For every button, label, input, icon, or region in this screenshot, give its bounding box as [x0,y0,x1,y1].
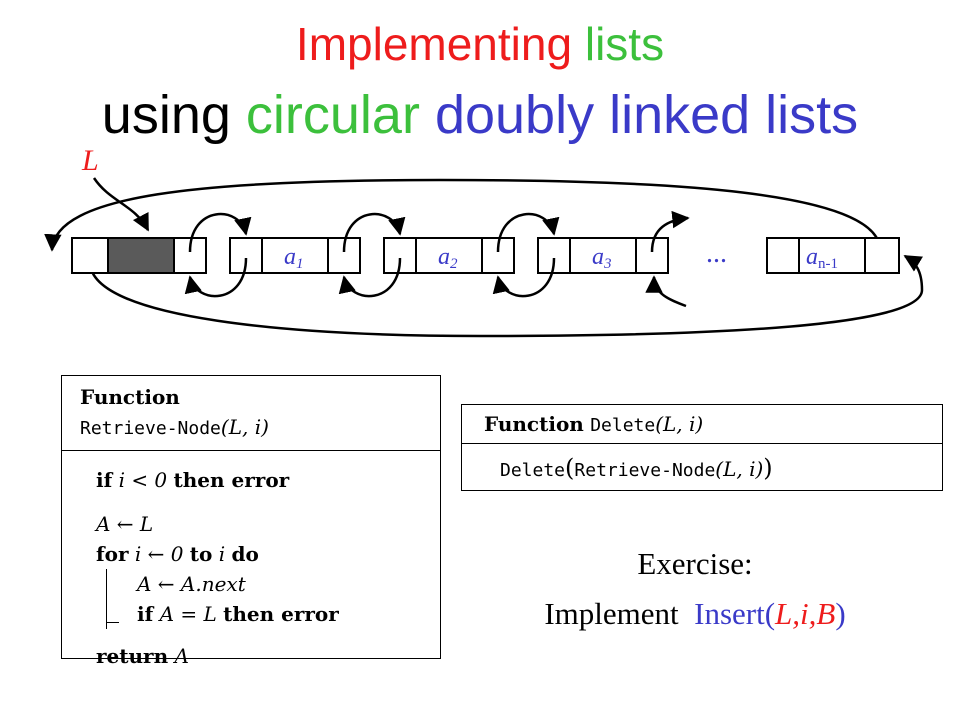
delete-box: Function Delete(L, i) Delete(Retrieve-No… [461,404,943,491]
exercise-heading: Exercise: [637,546,753,581]
title-word-implementing: Implementing [295,18,573,70]
list-node-a3: a3 [537,237,669,274]
delete-keyword: Function [484,412,584,436]
code-line-assign: A ← L [96,512,154,536]
delete-args: (L, i) [655,412,704,436]
sentinel-node [71,237,207,274]
node-label-a1: a1 [284,244,304,272]
code-line-next: A ← A.next [137,572,246,596]
retrieve-node-args: (L, i) [220,415,269,439]
prev-link-1 [184,257,248,298]
circular-outer-link-bottom [88,254,924,338]
node-label-last: an-1 [806,244,838,272]
circular-list-diagram: L a1 a2 a3 ... an-1 [44,144,924,338]
node-label-a2: a2 [438,244,458,272]
exercise-insert-args: L,i,B [775,596,836,631]
for-block-foot [107,622,119,623]
delete-header: Function Delete(L, i) [462,405,942,444]
title-word-lists: lists [584,18,665,70]
retrieve-node-box: Function Retrieve-Node(L, i) if i < 0 th… [61,375,441,668]
next-link-2 [342,212,406,253]
list-node-a2: a2 [383,237,515,274]
prev-link-3 [492,257,556,298]
node-label-a3: a3 [592,244,612,272]
list-pointer-label: L [81,144,99,177]
title-line-2: using circular doubly linked lists [0,84,960,146]
next-link-3 [496,212,560,253]
prev-link-4 [645,275,687,308]
title-line-1: Implementing lists [0,16,960,72]
title-word-using: using [101,85,231,145]
ellipsis: ... [706,238,727,269]
for-block: A ← A.next if A = L then error [106,569,440,629]
code-line-return: return A [96,644,189,668]
prev-link-2 [338,257,402,298]
next-link-1 [188,212,252,253]
code-line-if-equal: if A = L then error [137,602,339,626]
exercise-text: Exercise: Implement Insert(L,i,B) [470,543,920,635]
retrieve-node-keyword: Function [80,385,180,409]
exercise-insert-func: Insert( [694,596,776,631]
circular-outer-link-top [44,178,882,252]
list-pointer-arrow [92,177,150,232]
title-word-doubly-linked-lists: doubly linked lists [434,85,859,145]
retrieve-node-body: if i < 0 then error A ← L for i ← 0 to i… [62,451,440,671]
code-line-if: if i < 0 then error [96,468,290,492]
retrieve-node-header: Function Retrieve-Node(L, i) [62,376,440,451]
title-word-circular: circular [245,85,420,145]
list-node-a1: a1 [229,237,361,274]
code-line-for: for i ← 0 to i do [96,542,259,566]
next-link-4 [650,210,690,253]
list-node-last: an-1 [766,237,900,274]
delete-name: Delete [590,415,656,436]
exercise-task: Implement Insert(L,i,B) [544,596,846,631]
delete-body: Delete(Retrieve-Node(L, i)) [500,454,773,482]
retrieve-node-name: Retrieve-Node [80,418,221,439]
